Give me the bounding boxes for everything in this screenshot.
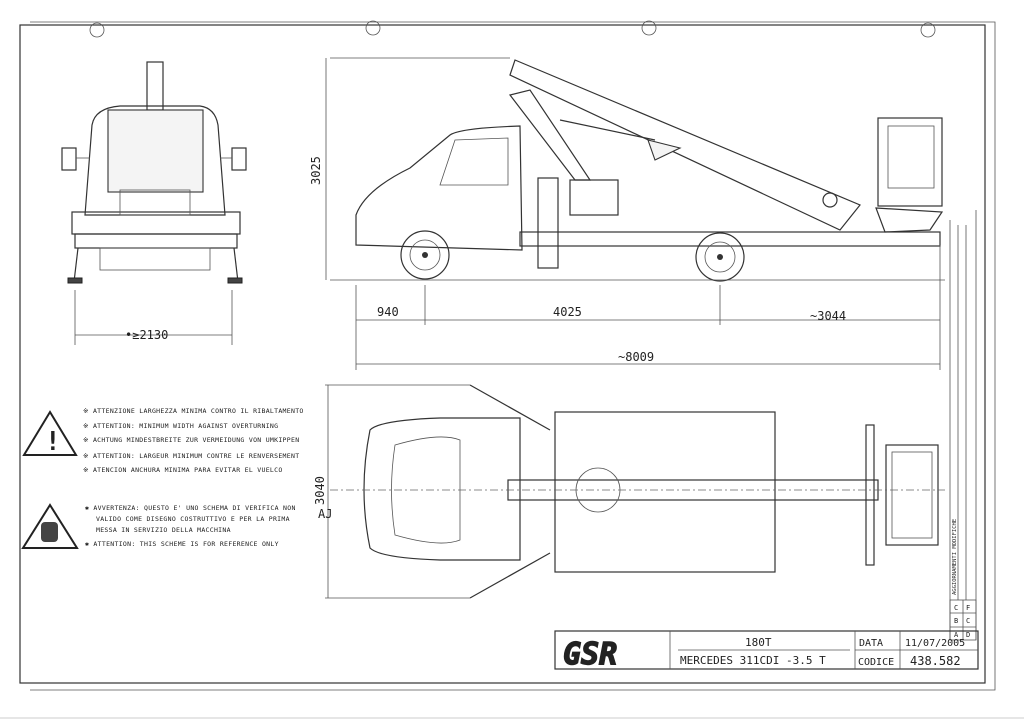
dimension-min-width: •≥2130 — [125, 328, 168, 342]
title-block: GSR 180T MERCEDES 311CDI -3.5 T DATA 11/… — [554, 630, 979, 673]
reference-line: ✱ AVVERTENZA: QUESTO E' UNO SCHEMA DI VE… — [84, 504, 296, 512]
side-view: 3025 940 4025 ~3044 ~8009 — [309, 57, 945, 370]
dimension-total-length: ~8009 — [618, 350, 654, 364]
dimension-height: 3025 — [309, 156, 323, 185]
dimension-front-overhang: 940 — [377, 305, 399, 319]
revision-cell: F — [966, 604, 970, 612]
dimension-wheelbase: 4025 — [553, 305, 582, 319]
warning-line: ※ ATTENZIONE LARGHEZZA MINIMA CONTRO IL … — [83, 407, 304, 415]
model: 180T — [745, 636, 772, 649]
warning-line: ※ ACHTUNG MINDESTBREITE ZUR VERMEIDUNG V… — [83, 436, 299, 444]
revision-block: AGGIORNAMENTI MODIFICHE C F B C A D — [949, 210, 977, 641]
reference-line: VALIDO COME DISEGNO COSTRUTTIVO E PER LA… — [96, 515, 290, 523]
drawing-frame — [0, 20, 1024, 719]
revision-cell: B — [954, 617, 958, 625]
hand-icon — [41, 522, 58, 542]
revision-cell: A — [954, 631, 959, 639]
warning-block: ! ※ ATTENZIONE LARGHEZZA MINIMA CONTRO I… — [21, 407, 304, 549]
warning-line: ※ ATTENTION: LARGEUR MINIMUM CONTRE LE R… — [83, 452, 299, 460]
date-label: DATA — [859, 638, 883, 649]
revision-cell: D — [966, 631, 970, 639]
warning-line: ※ ATTENTION: MINIMUM WIDTH AGAINST OVERT… — [83, 422, 278, 430]
side-mark: AJ — [318, 507, 332, 521]
warning-line: ※ ATENCION ANCHURA MINIMA PARA EVITAR EL… — [83, 466, 283, 474]
vehicle: MERCEDES 311CDI -3.5 T — [680, 654, 826, 667]
revision-cell: C — [966, 617, 970, 625]
revision-title: AGGIORNAMENTI MODIFICHE — [952, 519, 958, 595]
exclamation-icon: ! — [45, 427, 61, 457]
gsr-logo: GSR — [563, 637, 617, 672]
date-value: 11/07/2005 — [905, 638, 965, 649]
reference-line: ✱ ATTENTION: THIS SCHEME IS FOR REFERENC… — [84, 540, 279, 548]
top-view: 3040 AJ — [313, 384, 945, 599]
code-value: 438.582 — [910, 654, 961, 668]
code-label: CODICE — [858, 657, 894, 668]
reference-line: MESSA IN SERVIZIO DELLA MACCHINA — [96, 526, 231, 534]
warning-triangle-icon — [22, 410, 78, 456]
revision-cell: C — [954, 604, 958, 612]
front-view: •≥2130 — [61, 61, 247, 345]
dimension-rear-overhang: ~3044 — [810, 309, 846, 323]
dimension-width: 3040 — [313, 476, 327, 505]
